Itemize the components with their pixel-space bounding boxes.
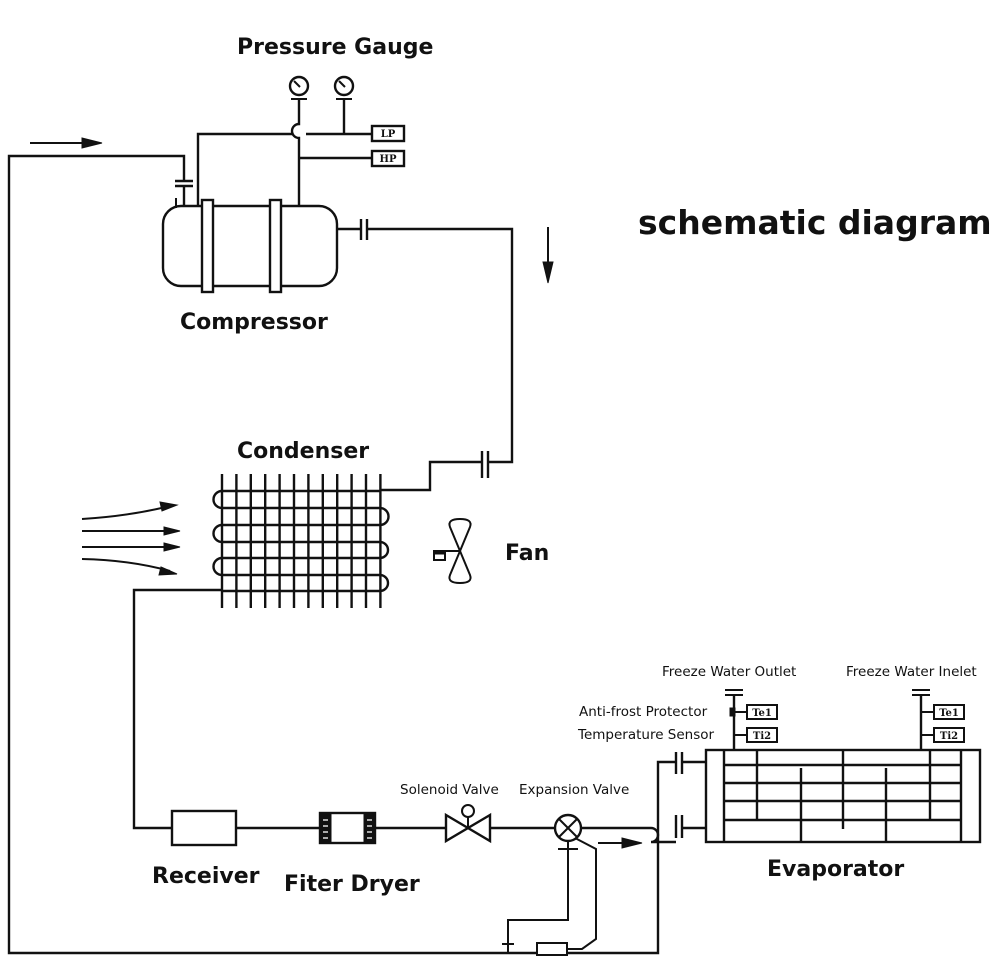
flow-arrow-right-icon: [30, 137, 103, 149]
air-flow-arrows: [81, 501, 181, 576]
anti-frost-protector-label: Anti-frost Protector: [579, 704, 708, 720]
filter-dryer-label: Fiter Dryer: [284, 872, 420, 897]
diagram-title: schematic diagram: [638, 203, 992, 242]
discharge-line: [367, 227, 514, 464]
compressor-label: Compressor: [180, 310, 328, 335]
high-pressure-switch: HP: [370, 149, 406, 168]
freeze-water-outlet-label: Freeze Water Outlet: [662, 664, 796, 680]
equalizer-line: [507, 841, 569, 953]
solenoid-valve-icon: [444, 804, 492, 844]
air-arrow-icon: [81, 505, 171, 520]
receiver-label: Receiver: [152, 864, 260, 889]
temperature-sensor-label: Temperature Sensor: [577, 727, 715, 743]
pressure-gauge-label: Pressure Gauge: [237, 35, 433, 60]
expansion-valve-label: Expansion Valve: [519, 782, 629, 798]
svg-text:Ti2: Ti2: [753, 731, 771, 742]
flow-arrow-down-icon: [542, 227, 554, 284]
inlet-sensor-te1: Te1: [933, 704, 965, 720]
outlet-sensor-ti2: Ti2: [746, 727, 778, 743]
freeze-water-inlet-pipe: [912, 689, 934, 750]
compressor-band: [268, 198, 283, 294]
inlet-sensor-ti2: Ti2: [933, 727, 965, 743]
svg-text:Ti2: Ti2: [940, 731, 958, 742]
high-pressure-line: [290, 99, 301, 210]
compressor-band: [200, 198, 215, 294]
svg-text:Te1: Te1: [939, 708, 959, 719]
svg-text:HP: HP: [380, 154, 397, 165]
flow-arrow-right-icon: [598, 837, 643, 849]
condenser-u-bend: [379, 573, 390, 593]
pressure-gauge-2: [333, 75, 355, 100]
compressor-body: [161, 204, 339, 288]
expansion-valve-icon: [553, 813, 583, 843]
svg-text:Te1: Te1: [752, 708, 772, 719]
freeze-water-outlet-pipe: [725, 689, 747, 750]
evaporator: [704, 748, 982, 844]
fan-label: Fan: [505, 541, 549, 566]
air-arrow-head: [163, 526, 181, 536]
condenser-u-bend: [212, 489, 223, 510]
air-arrow-icon: [81, 558, 171, 572]
condenser-u-bend: [212, 556, 223, 577]
suction-return-line: [7, 154, 660, 955]
condenser-u-bend: [379, 506, 390, 527]
solenoid-valve-label: Solenoid Valve: [400, 782, 499, 798]
filter-dryer: [318, 811, 377, 845]
air-arrow-head: [163, 542, 181, 552]
condenser-u-bend: [212, 523, 223, 544]
freeze-water-inlet-label: Freeze Water Inelet: [846, 664, 977, 680]
sensing-bulb: [536, 942, 568, 956]
condenser-u-bend: [379, 540, 390, 560]
condenser-label: Condenser: [237, 439, 369, 464]
air-arrow-head: [159, 501, 179, 512]
capillary-line: [567, 837, 597, 950]
fan-icon: [433, 517, 472, 585]
outlet-sensor-te1: Te1: [746, 704, 778, 720]
low-pressure-switch: LP: [370, 124, 406, 143]
pressure-gauge-1: [288, 75, 310, 100]
svg-text:LP: LP: [381, 129, 396, 140]
low-pressure-line: [196, 132, 292, 210]
liquid-line: [132, 588, 222, 830]
anti-frost-probe: [729, 707, 736, 717]
evaporator-label: Evaporator: [767, 857, 904, 882]
receiver-tank: [170, 809, 238, 847]
air-arrow-head: [158, 566, 178, 576]
condenser-coil: [212, 474, 390, 608]
